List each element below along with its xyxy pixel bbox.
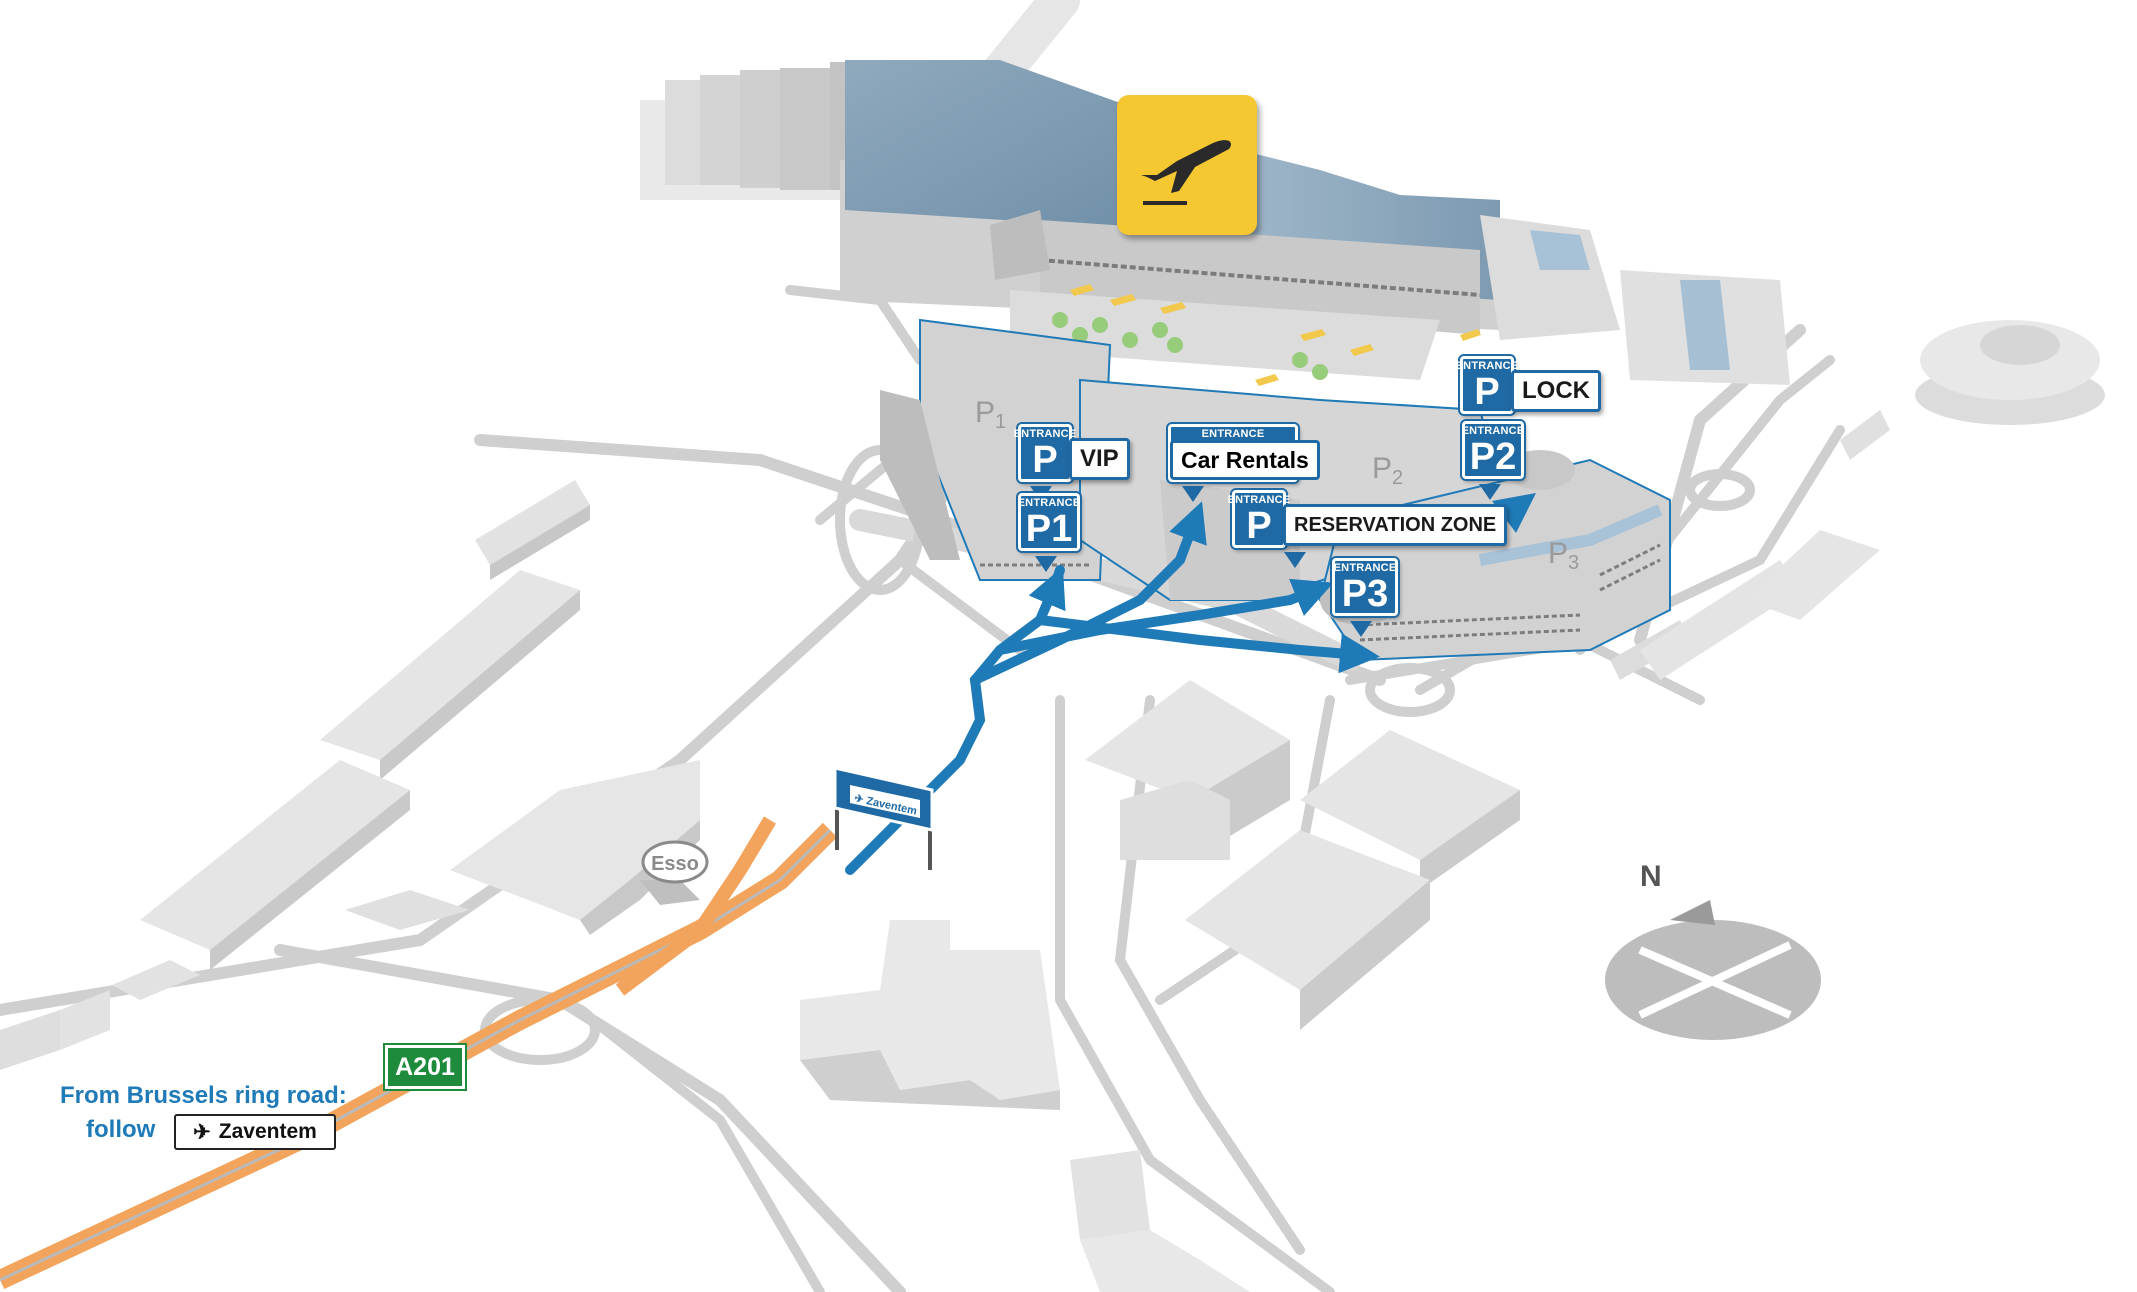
p2-entrance-sign[interactable]: ENTRANCE P2 xyxy=(1462,421,1524,479)
lock-label: LOCK xyxy=(1511,370,1601,412)
motorway-ramp xyxy=(615,816,777,996)
svg-text:Esso: Esso xyxy=(651,853,699,875)
vip-parking-sign[interactable]: ENTRANCE P VIP xyxy=(1014,424,1130,482)
p3-entrance-sign[interactable]: ENTRANCE P3 xyxy=(1332,558,1398,616)
esso-logo xyxy=(641,840,709,884)
parking-badge: P xyxy=(1032,439,1058,481)
entrance-label: ENTRANCE xyxy=(1333,562,1397,574)
parking-badge: P xyxy=(1246,505,1272,547)
entrance-label: ENTRANCE xyxy=(1013,428,1077,440)
p3-pin xyxy=(1350,621,1372,637)
esso-station: Esso xyxy=(640,840,709,905)
apron xyxy=(1010,284,1481,386)
follow-text: follow xyxy=(86,1116,156,1143)
surrounding-buildings xyxy=(0,410,1890,1292)
a201-road-badge: A201 xyxy=(385,1045,465,1089)
access-routes xyxy=(845,493,1536,875)
entrance-label: ENTRANCE xyxy=(1227,494,1291,506)
car-rentals-label: Car Rentals xyxy=(1170,440,1320,480)
car-rentals-pin xyxy=(1182,486,1204,502)
plane-icon: ✈ xyxy=(193,1120,211,1144)
reservation-zone-pin xyxy=(1284,552,1306,568)
parking-badge: P3 xyxy=(1341,573,1389,615)
p1-entrance-sign[interactable]: ENTRANCE P1 xyxy=(1018,493,1080,551)
entrance-label: ENTRANCE xyxy=(1201,428,1265,440)
reservation-zone-sign[interactable]: ENTRANCE P RESERVATION ZONE xyxy=(1228,490,1508,548)
parking-zone-labels: P1 P2 P3 xyxy=(975,396,1579,574)
p2-pin xyxy=(1479,484,1501,500)
vip-label: VIP xyxy=(1069,438,1130,480)
parking-badge: P2 xyxy=(1469,436,1517,478)
parking-badge: P1 xyxy=(1025,508,1073,550)
p1-pin xyxy=(1035,556,1057,572)
zaventem-direction-sign: ✈ Zaventem xyxy=(174,1114,336,1150)
zone-p1-label: P1 xyxy=(975,396,1006,433)
zone-p3-label: P3 xyxy=(1548,537,1579,574)
north-label: N xyxy=(1640,860,1662,893)
lock-parking-sign[interactable]: ENTRANCE P LOCK xyxy=(1456,356,1601,414)
entrance-label: ENTRANCE xyxy=(1455,360,1519,372)
from-ring-road-text: From Brussels ring road: xyxy=(60,1082,347,1109)
departing-plane-icon xyxy=(1117,95,1257,235)
entrance-label: ENTRANCE xyxy=(1017,497,1081,509)
zone-p2-label: P2 xyxy=(1372,452,1403,489)
entrance-label: ENTRANCE xyxy=(1461,425,1525,437)
reservation-zone-label: RESERVATION ZONE xyxy=(1283,504,1508,546)
zaventem-label: Zaventem xyxy=(218,1120,317,1143)
compass-rose xyxy=(1605,900,1821,1040)
plane-icon: ✈ xyxy=(853,793,868,807)
parking-badge: P xyxy=(1474,371,1500,413)
zaventem-road-sign: ✈ Zaventem xyxy=(833,766,934,870)
